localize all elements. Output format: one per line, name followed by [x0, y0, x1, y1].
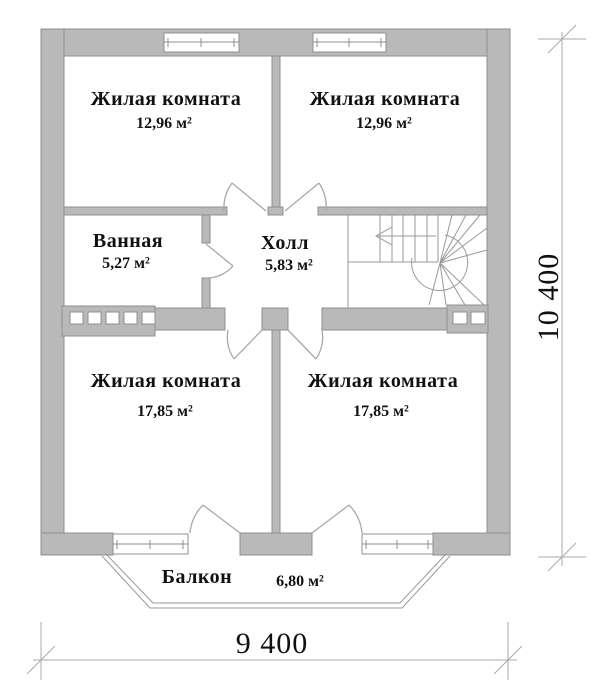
door-top-right-room: [284, 182, 327, 212]
dim-tick-icon: [547, 24, 577, 54]
stair-winders: [428, 214, 488, 306]
wall-right: [486, 28, 511, 556]
dim-tick-icon: [547, 542, 577, 572]
door-bottom-right-room: [287, 329, 324, 360]
dimension-lines: [26, 24, 586, 680]
wall-bottom-left-seg: [40, 532, 114, 556]
vent-block-right-ducts: [452, 311, 486, 325]
mid-wall-pier: [261, 307, 289, 331]
room-area-living-top-left: 12,96 м²: [136, 115, 192, 132]
stairs: [347, 214, 488, 308]
room-label-living-top-right: Жилая комната: [309, 88, 461, 110]
room-area-living-top-right: 12,96 м²: [356, 115, 412, 132]
interior-walls: [63, 55, 488, 534]
window-top-right: [312, 32, 387, 53]
vent-blocks: [61, 304, 489, 337]
room-area-hall: 5,83 м²: [265, 257, 313, 274]
room-area-bathroom: 5,27 м²: [102, 255, 150, 272]
hall-top-wall-left: [63, 206, 228, 216]
room-label-hall: Холл: [260, 232, 310, 254]
dimension-right: [538, 24, 586, 572]
wall-left: [40, 28, 65, 556]
door-bottom-left-room: [226, 329, 263, 360]
doors: [189, 182, 363, 534]
door-bathroom: [205, 243, 234, 279]
room-label-living-bot-left: Жилая комната: [90, 370, 242, 392]
dimension-height-value: 10 400: [532, 252, 565, 342]
wall-bottom-right-seg: [432, 532, 511, 556]
windows: [112, 32, 434, 555]
room-label-living-bot-right: Жилая комната: [307, 370, 459, 392]
hall-top-wall-pier: [267, 206, 284, 216]
stair-treads: [379, 215, 439, 262]
vent-block-left-ducts: [69, 311, 156, 325]
dimension-bottom: [26, 622, 523, 680]
stair-direction-arrow-icon: [374, 226, 436, 246]
bathroom-wall-lower: [201, 277, 211, 309]
wall-top: [40, 28, 511, 57]
partition-top-rooms: [271, 55, 281, 216]
room-area-balcony: 6,80 м²: [276, 573, 324, 590]
partition-bottom-rooms: [271, 329, 281, 534]
wall-bottom-center-pier: [239, 532, 313, 556]
balcony-railing: [101, 553, 451, 609]
bathroom-wall-upper: [201, 214, 211, 244]
dim-tick-icon: [26, 645, 56, 675]
window-bottom-left: [112, 533, 189, 555]
room-area-living-bot-right: 17,85 м²: [353, 403, 409, 420]
mid-wall-right: [321, 307, 448, 331]
room-label-balcony: Балкон: [161, 566, 233, 588]
window-top-left: [163, 32, 240, 53]
dimension-width-value: 9 400: [235, 627, 309, 660]
door-balcony-left: [189, 504, 241, 534]
hall-top-wall-right: [317, 206, 488, 216]
door-balcony-right: [311, 504, 363, 534]
stair-turn-arc: [411, 234, 469, 291]
door-top-left-room: [223, 182, 267, 212]
outer-walls: [40, 28, 511, 556]
room-label-living-top-left: Жилая комната: [90, 88, 242, 110]
room-area-living-bot-left: 17,85 м²: [137, 403, 193, 420]
window-bottom-right: [361, 533, 434, 555]
dim-tick-icon: [493, 645, 523, 675]
room-label-bathroom: Ванная: [92, 230, 164, 252]
